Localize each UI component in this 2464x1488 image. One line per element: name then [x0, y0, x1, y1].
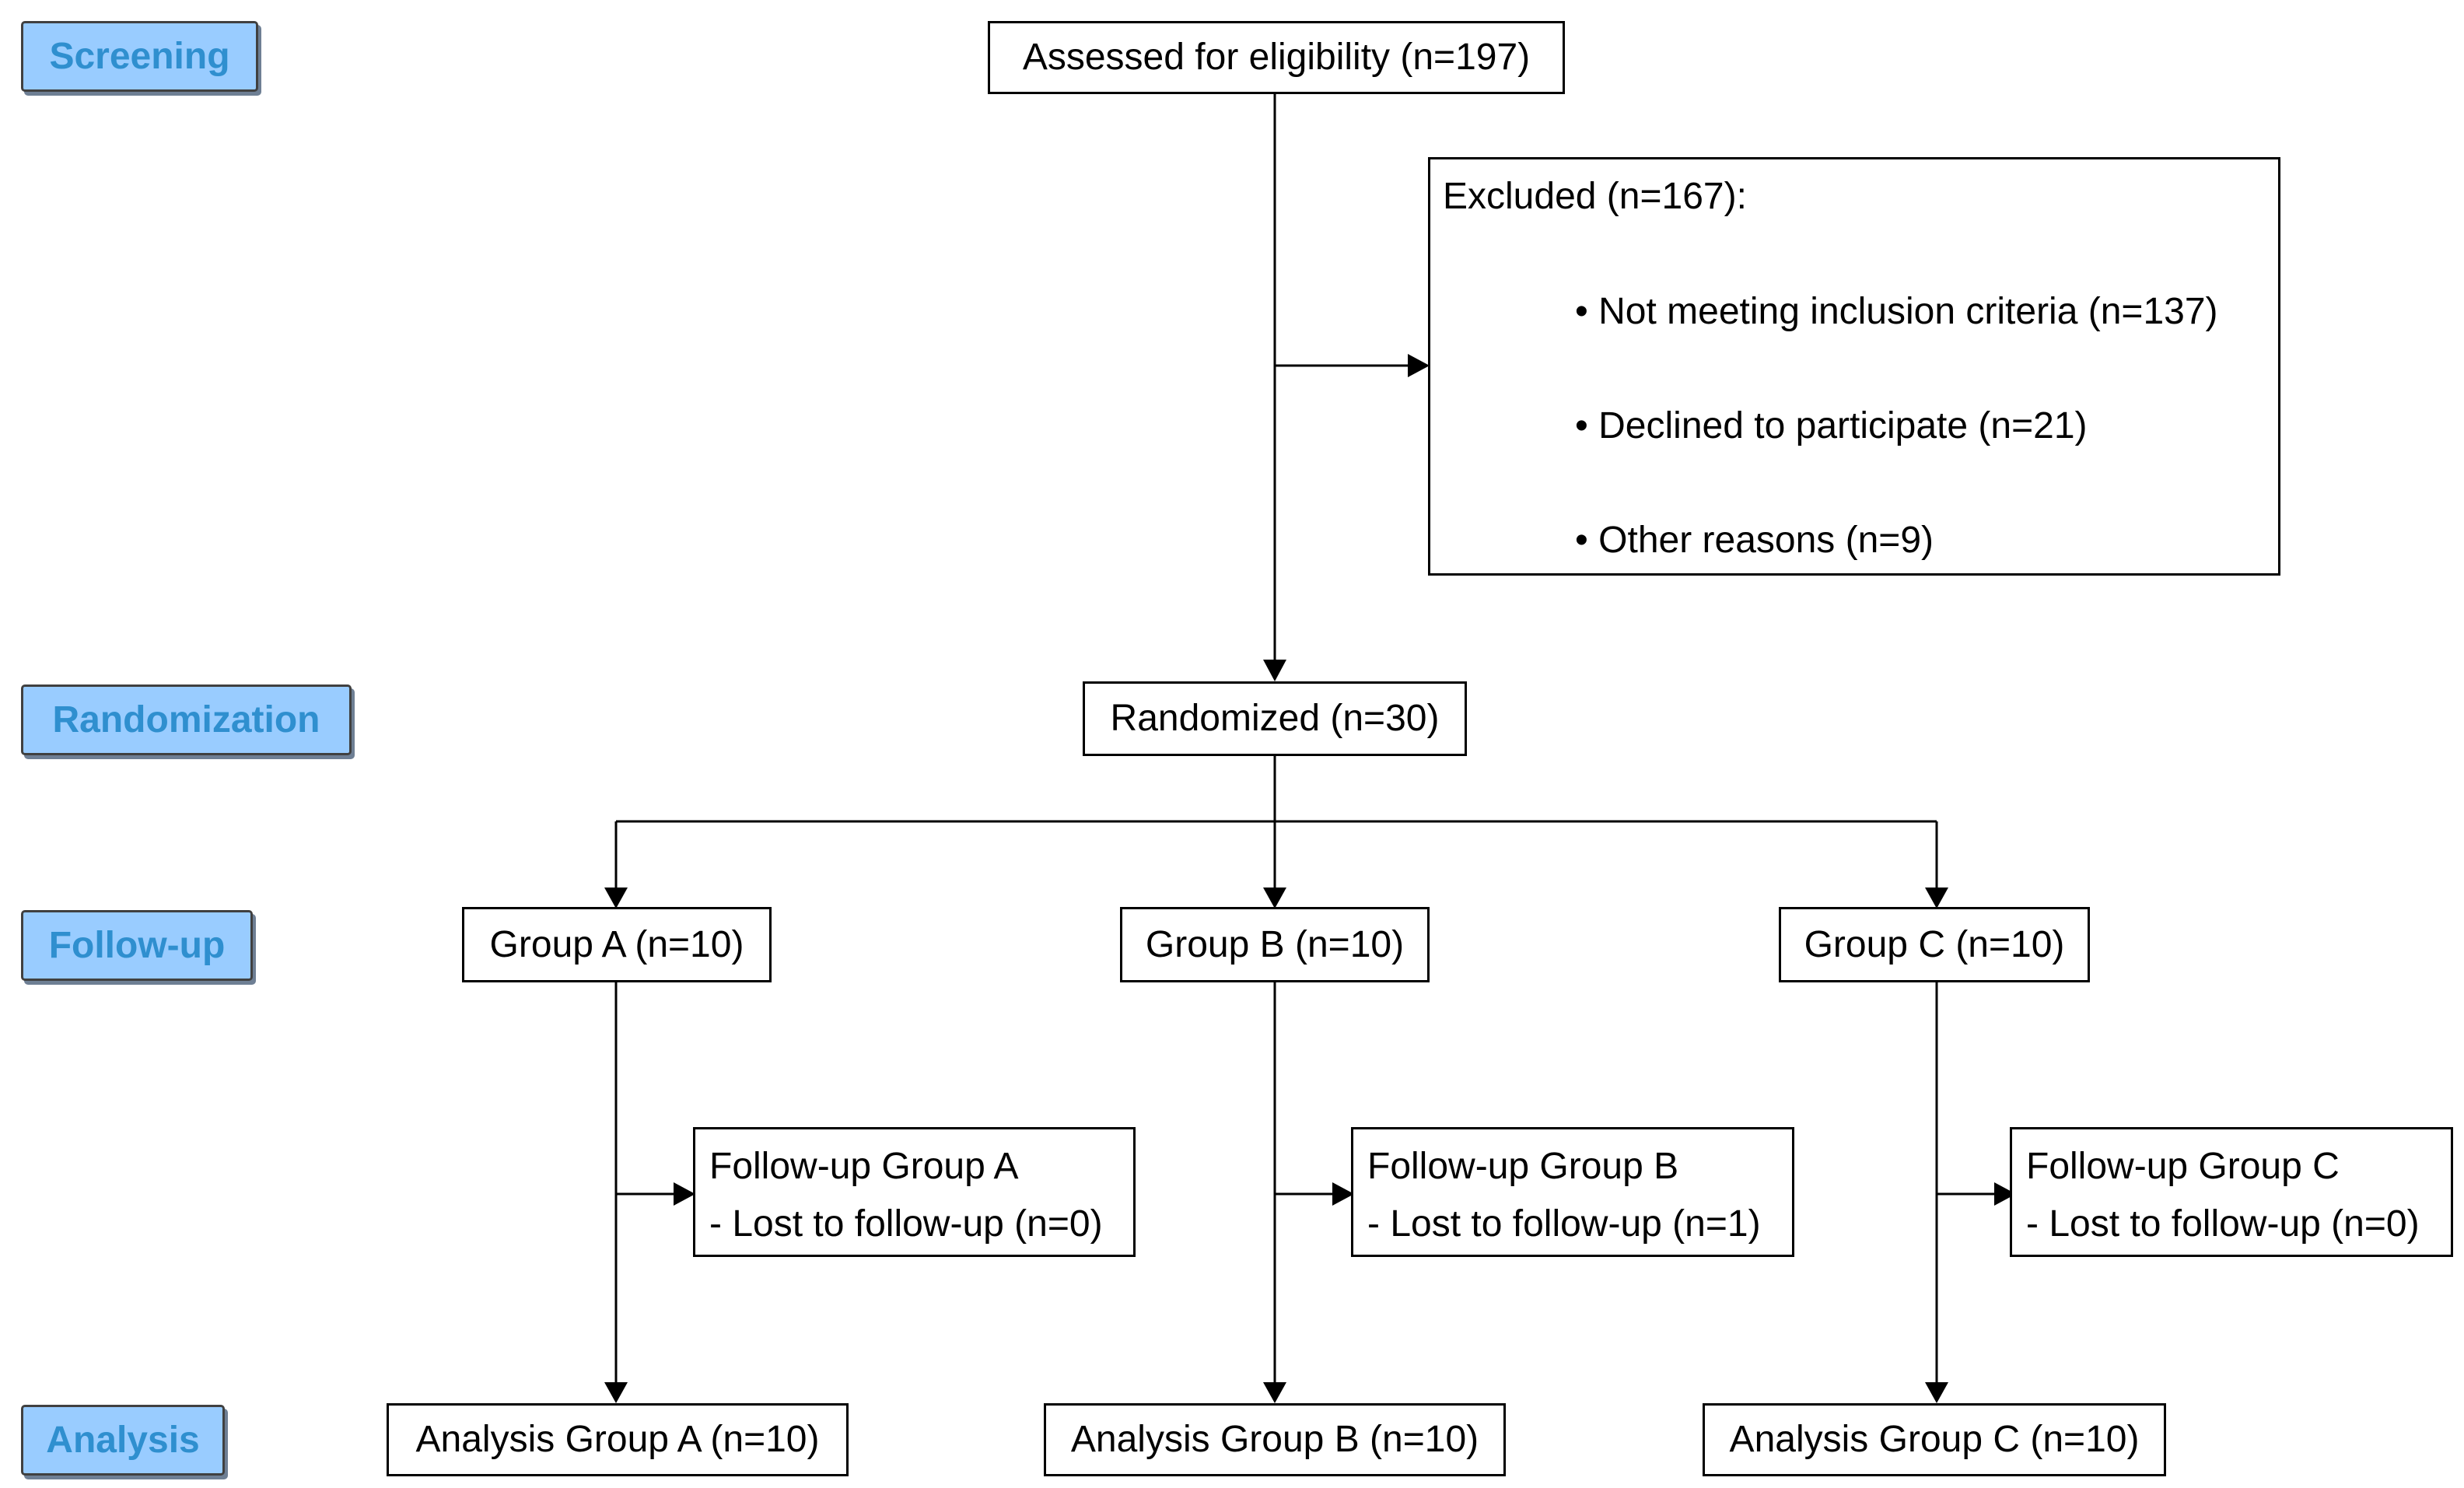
followup-group-a-box: Follow-up Group A - Lost to follow-up (n…	[693, 1127, 1136, 1257]
arrowhead-analysis-b	[1263, 1382, 1286, 1403]
randomized-text: Randomized (n=30)	[1110, 698, 1440, 740]
analysis-group-c-box: Analysis Group C (n=10)	[1703, 1403, 2166, 1476]
followup-group-c-title: Follow-up Group C	[2026, 1146, 2340, 1187]
excluded-title: Excluded (n=167):	[1443, 176, 1747, 217]
followup-group-b-box: Follow-up Group B - Lost to follow-up (n…	[1351, 1127, 1794, 1257]
followup-group-c-lost: - Lost to follow-up (n=0)	[2026, 1203, 2420, 1245]
excluded-item-other: • Other reasons (n=9)	[1575, 520, 1934, 561]
stage-label-screening: Screening	[21, 21, 258, 92]
followup-group-a-title: Follow-up Group A	[709, 1146, 1019, 1187]
analysis-group-b-text: Analysis Group B (n=10)	[1070, 1419, 1479, 1461]
arrowhead-group-a	[604, 888, 628, 909]
arrowhead-group-b	[1263, 888, 1286, 909]
analysis-group-a-text: Analysis Group A (n=10)	[415, 1419, 820, 1461]
followup-group-c-box: Follow-up Group C - Lost to follow-up (n…	[2010, 1127, 2453, 1257]
followup-group-a-lost: - Lost to follow-up (n=0)	[709, 1203, 1103, 1245]
arrowhead-randomized	[1263, 660, 1286, 681]
assessed-box: Assessed for eligibility (n=197)	[988, 21, 1565, 94]
group-b-box: Group B (n=10)	[1120, 907, 1430, 982]
stage-label-follow-up: Follow-up	[21, 910, 253, 981]
arrowhead-excluded	[1408, 354, 1430, 377]
arrowhead-followup-c	[1994, 1182, 2016, 1206]
excluded-box: Excluded (n=167): • Not meeting inclusio…	[1428, 157, 2280, 576]
group-a-text: Group A (n=10)	[489, 923, 744, 965]
group-a-box: Group A (n=10)	[462, 907, 772, 982]
group-c-box: Group C (n=10)	[1779, 907, 2090, 982]
arrowhead-analysis-a	[604, 1382, 628, 1403]
stage-label-analysis: Analysis	[21, 1405, 225, 1476]
arrowhead-followup-a	[674, 1182, 695, 1206]
followup-group-b-title: Follow-up Group B	[1367, 1146, 1679, 1187]
stage-label-randomization: Randomization	[21, 684, 352, 755]
followup-group-b-lost: - Lost to follow-up (n=1)	[1367, 1203, 1761, 1245]
excluded-item-declined: • Declined to participate (n=21)	[1575, 405, 2088, 446]
arrowhead-group-c	[1925, 888, 1948, 909]
group-c-text: Group C (n=10)	[1804, 923, 2065, 965]
group-b-text: Group B (n=10)	[1145, 923, 1405, 965]
analysis-group-a-box: Analysis Group A (n=10)	[387, 1403, 849, 1476]
assessed-text: Assessed for eligibility (n=197)	[1022, 37, 1531, 79]
randomized-box: Randomized (n=30)	[1083, 681, 1467, 756]
analysis-group-c-text: Analysis Group C (n=10)	[1729, 1419, 2140, 1461]
arrowhead-followup-b	[1332, 1182, 1354, 1206]
arrowhead-analysis-c	[1925, 1382, 1948, 1403]
excluded-item-criteria: • Not meeting inclusion criteria (n=137)	[1575, 291, 2218, 332]
analysis-group-b-box: Analysis Group B (n=10)	[1044, 1403, 1506, 1476]
